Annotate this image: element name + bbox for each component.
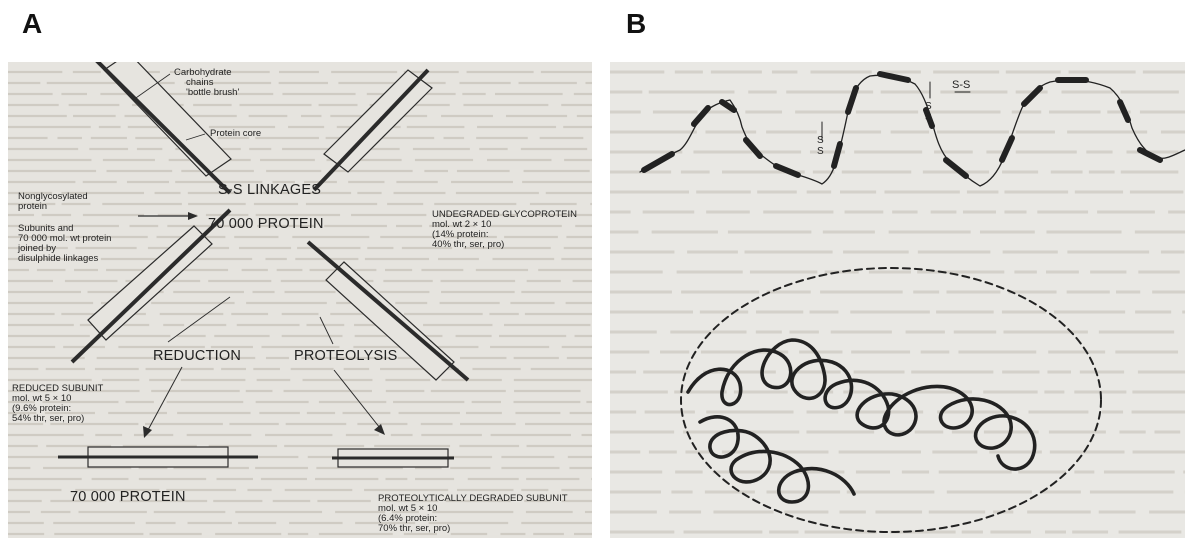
degraded-subunit-rod bbox=[332, 449, 454, 467]
glycoprotein-schematic bbox=[8, 62, 592, 538]
label-carbohydrate: Carbohydrate chains 'bottle brush' bbox=[174, 68, 239, 98]
ss-label-3: S-S bbox=[952, 80, 970, 92]
panel-a-glycoprotein-diagram: Carbohydrate chains 'bottle brush' Prote… bbox=[8, 62, 592, 538]
mucin-chain-schematic bbox=[610, 62, 1185, 538]
label-nonglycosylated: Nonglycosylated protein bbox=[18, 192, 88, 212]
label-reduced-subunit: REDUCED SUBUNIT mol. wt 5 × 10 (9.6% pro… bbox=[12, 384, 103, 424]
arrow-proteolytic bbox=[334, 370, 380, 428]
reduced-subunit-rod bbox=[58, 447, 258, 467]
random-coil-chain bbox=[688, 340, 1035, 502]
ss-label-2: S S bbox=[925, 102, 932, 123]
label-subunits: Subunits and 70 000 mol. wt protein join… bbox=[18, 224, 111, 264]
ss-label-1: S S bbox=[817, 136, 824, 157]
label-protein-core: Protein core bbox=[210, 129, 261, 139]
label-undegraded-glycoprotein: UNDEGRADED GLYCOPROTEIN mol. wt 2 × 10 (… bbox=[432, 210, 577, 250]
domain-boundary-ellipse bbox=[681, 268, 1101, 532]
label-70000-protein-top: 70 000 PROTEIN bbox=[208, 217, 324, 232]
label-70000-protein-bottom: 70 000 PROTEIN bbox=[70, 490, 186, 505]
arrow-reduced bbox=[148, 367, 182, 430]
label-ss-linkages: S-S LINKAGES bbox=[218, 183, 321, 198]
linked-chain-glyco-segments bbox=[644, 74, 1160, 176]
panel-a-letter: A bbox=[22, 8, 42, 40]
linked-chain-backbone bbox=[640, 75, 1185, 186]
panel-b-mucin-model: S S S S S-S bbox=[610, 62, 1185, 538]
pointer-reduction bbox=[168, 297, 230, 342]
label-proteolytically-degraded: PROTEOLYTICALLY DEGRADED SUBUNIT mol. wt… bbox=[378, 494, 568, 534]
subunit-upper-right bbox=[314, 70, 432, 190]
panel-b-letter: B bbox=[626, 8, 646, 40]
pointer-proteolysis bbox=[320, 317, 333, 344]
label-reduction: REDUCTION bbox=[153, 349, 241, 364]
label-proteolysis: PROTEOLYSIS bbox=[294, 349, 397, 364]
